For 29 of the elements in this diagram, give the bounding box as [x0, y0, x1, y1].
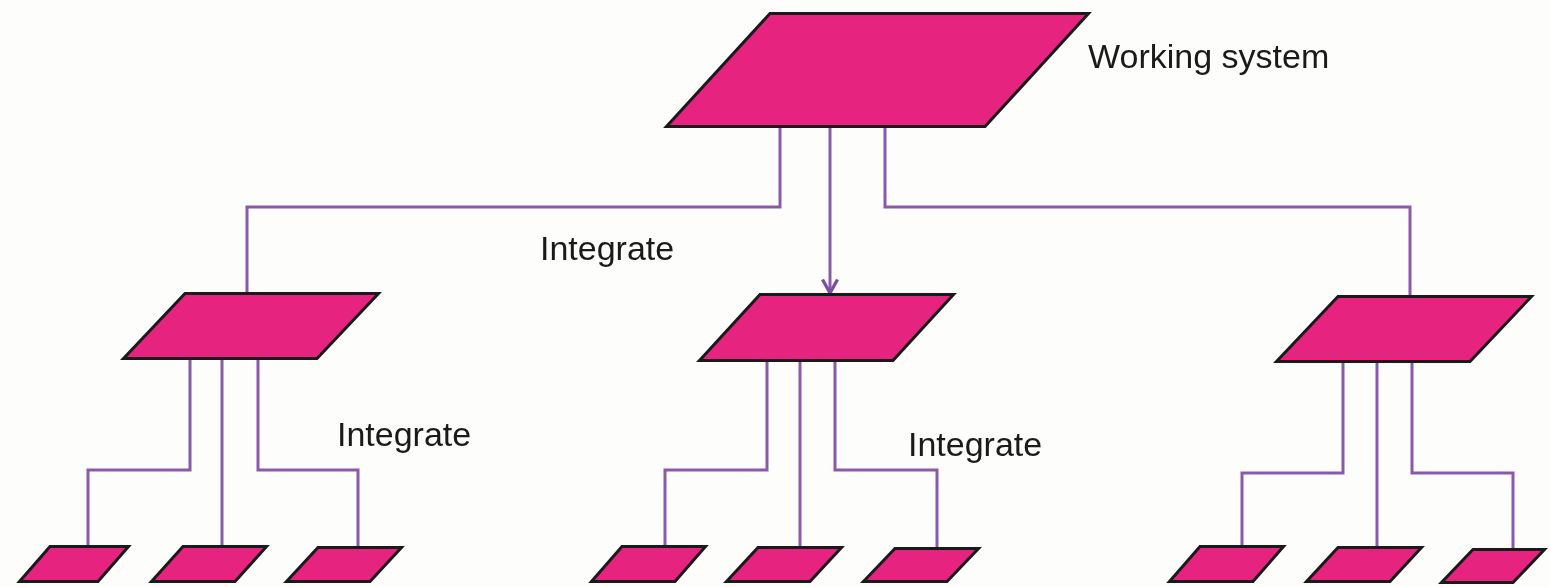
connector-line — [833, 362, 939, 547]
annotation-label: Integrate — [540, 230, 675, 268]
parallelogram-node — [725, 546, 843, 583]
parallelogram-node — [590, 545, 707, 583]
connector-line — [245, 128, 782, 292]
connector-line — [1240, 363, 1345, 545]
parallelogram-node — [150, 545, 268, 583]
parallelogram-node — [18, 545, 130, 583]
parallelogram-node — [665, 12, 1090, 128]
annotation-label: Integrate — [337, 416, 472, 454]
connector-line — [798, 362, 802, 546]
connector-line — [256, 360, 360, 546]
parallelogram-node — [862, 547, 980, 583]
parallelogram-node — [1275, 295, 1533, 363]
parallelogram-node — [1440, 548, 1546, 584]
annotation-label: Integrate — [908, 426, 1043, 464]
connector-line — [883, 128, 1412, 295]
connector-line — [220, 360, 224, 545]
parallelogram-node — [698, 293, 955, 362]
arrow — [820, 128, 840, 295]
connector-line — [1410, 363, 1515, 548]
parallelogram-node — [122, 292, 380, 360]
connector-line — [663, 362, 769, 545]
connector-line — [86, 360, 192, 545]
parallelogram-node — [1305, 546, 1423, 583]
parallelogram-node — [1168, 545, 1285, 583]
connector-line — [1375, 363, 1379, 546]
parallelogram-node — [285, 546, 403, 583]
node-caption: Working system — [1088, 38, 1330, 76]
